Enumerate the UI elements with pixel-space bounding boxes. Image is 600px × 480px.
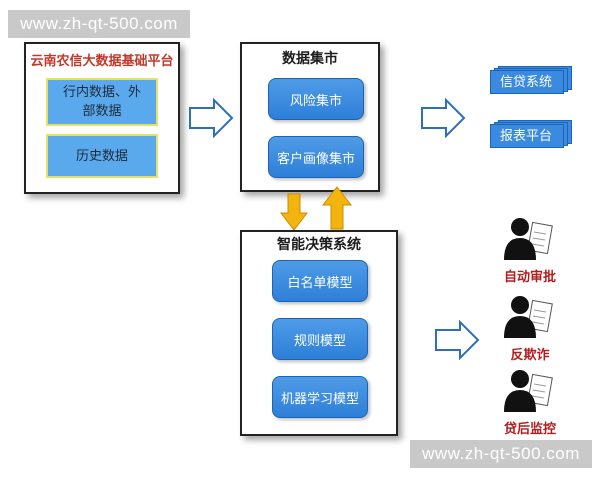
historical-data-box[interactable]: 历史数据 (46, 134, 158, 178)
user-document-icon-auto-approval (504, 218, 553, 260)
source-panel-title: 云南农信大数据基础平台 (30, 54, 174, 69)
source-data-panel: 云南农信大数据基础平台 行内数据、外部数据 历史数据 (24, 42, 180, 194)
customer-profile-mart-button[interactable]: 客户画像集市 (268, 136, 364, 178)
whitelist-model-button[interactable]: 白名单模型 (272, 260, 368, 302)
watermark-bottom: www.zh-qt-500.com (410, 440, 592, 468)
auto-approval-label: 自动审批 (503, 270, 556, 285)
right-arrow-mart-to-outputs (421, 97, 466, 139)
historical-data-label: 历史数据 (75, 148, 128, 164)
data-mart-panel: 数据集市 风险集市 客户画像集市 (240, 42, 380, 192)
down-arrow-orange (279, 193, 309, 231)
up-arrow-orange (321, 186, 353, 230)
report-platform-label: 报表平台 (499, 128, 552, 144)
decision-system-panel: 智能决策系统 白名单模型 规则模型 机器学习模型 (240, 230, 398, 436)
decision-system-title: 智能决策系统 (277, 237, 361, 253)
post-loan-monitoring-label: 贷后监控 (503, 422, 556, 437)
report-platform-stack[interactable]: 报表平台 (490, 120, 572, 148)
user-document-icon-post-loan-monitoring (504, 370, 553, 412)
risk-mart-button[interactable]: 风险集市 (268, 78, 364, 120)
right-arrow-source-to-mart (189, 97, 234, 139)
anti-fraud-label: 反欺诈 (510, 348, 550, 363)
machine-learning-model-button[interactable]: 机器学习模型 (272, 376, 368, 418)
watermark-top: www.zh-qt-500.com (8, 10, 190, 38)
data-mart-title: 数据集市 (282, 51, 338, 67)
user-document-icon-anti-fraud (504, 296, 553, 338)
internal-external-data-box[interactable]: 行内数据、外部数据 (46, 78, 158, 126)
internal-external-data-label: 行内数据、外部数据 (62, 85, 141, 119)
credit-system-stack[interactable]: 信贷系统 (490, 66, 572, 94)
right-arrow-decision-to-actions (435, 319, 480, 361)
rule-model-button[interactable]: 规则模型 (272, 318, 368, 360)
credit-system-label: 信贷系统 (499, 74, 552, 90)
